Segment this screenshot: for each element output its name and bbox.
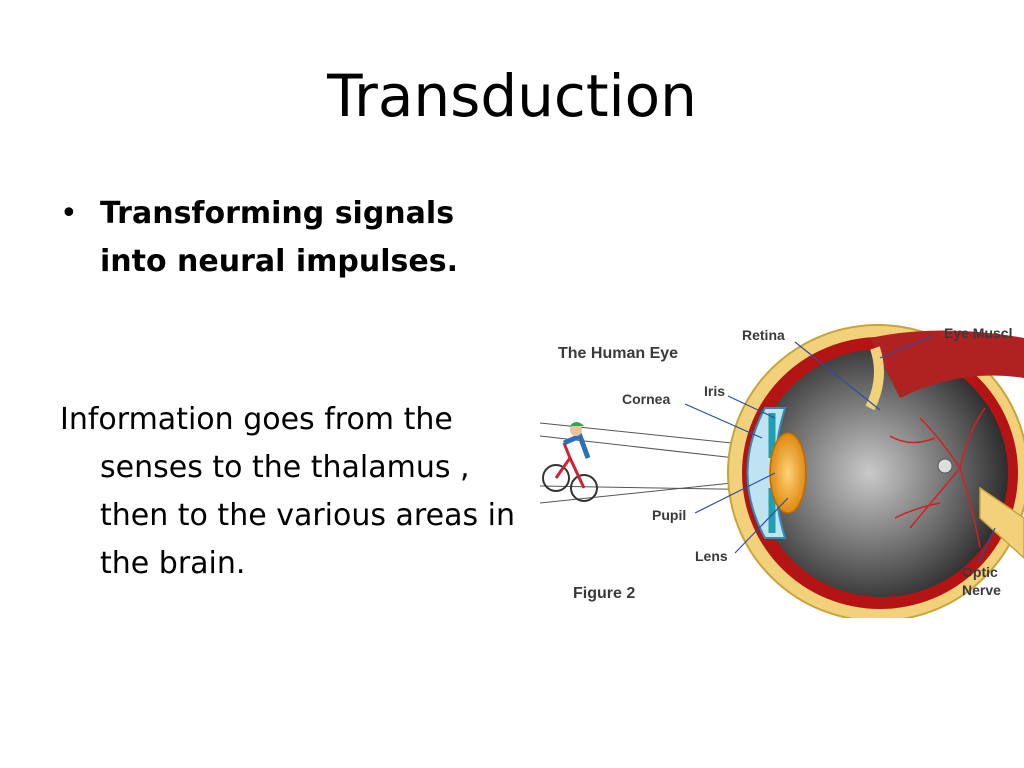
label-pupil: Pupil [652, 507, 686, 523]
label-iris: Iris [704, 383, 725, 399]
label-eye-muscle: Eye Muscl [944, 325, 1012, 341]
figure-title: The Human Eye [558, 345, 678, 362]
label-nerve: Nerve [962, 582, 1001, 598]
bullet-text: Transforming signals into neural impulse… [100, 196, 458, 279]
label-optic: Optic [962, 564, 998, 580]
label-cornea: Cornea [622, 391, 670, 407]
bullet-item: • Transforming signals into neural impul… [60, 190, 480, 286]
anterior-eye [746, 407, 807, 539]
bullet-marker: • [60, 196, 78, 231]
label-retina: Retina [742, 327, 785, 343]
label-leaders [684, 335, 996, 564]
figure-caption: Figure 2 [573, 585, 635, 602]
label-lens: Lens [695, 548, 728, 564]
eye-diagram-svg: The Human Eye Retina Eye Muscl Iris Corn… [540, 324, 1024, 618]
eyeball [727, 324, 1024, 618]
eye-diagram: The Human Eye Retina Eye Muscl Iris Corn… [540, 318, 1024, 618]
body-paragraph: Information goes from the senses to the … [60, 402, 515, 581]
slide-title: Transduction [327, 62, 697, 130]
cyclist-icon [542, 422, 598, 502]
